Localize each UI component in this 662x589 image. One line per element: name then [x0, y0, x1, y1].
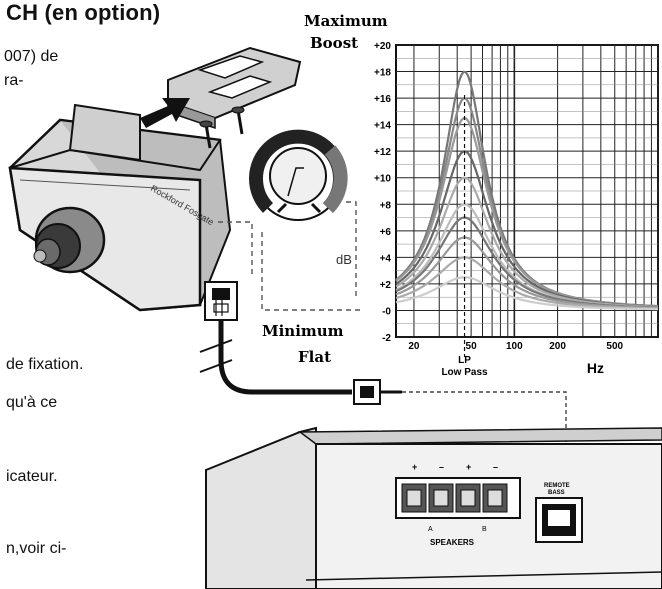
y-axis-ticks: +20 +18 +16 +14 +12 +10 +8 +6 +4 +2 -0 -2	[374, 41, 391, 344]
y-tick-label: +20	[374, 41, 391, 52]
response-curve	[395, 276, 658, 311]
leader-lines	[218, 201, 360, 311]
x-tick-label: 50	[466, 341, 478, 352]
terminal-sign-3: +	[466, 462, 471, 472]
y-tick-label: -0	[382, 306, 391, 317]
channel-label-a: A	[428, 526, 433, 533]
low-pass-label: Low Pass	[441, 367, 488, 378]
y-tick-label: +8	[380, 200, 392, 211]
min-flat-label-1: Minimum	[262, 322, 344, 340]
y-tick-label: +6	[380, 227, 392, 238]
remote-cable	[199, 281, 572, 474]
speaker-terminals	[401, 483, 508, 513]
intro-text-line-1: 007) de	[4, 48, 59, 65]
y-tick-label: +10	[374, 174, 391, 185]
y-tick-label: -2	[382, 333, 391, 344]
db-label: dB	[336, 252, 352, 267]
min-flat-label-2: Flat	[298, 348, 331, 366]
y-tick-label: +14	[374, 121, 391, 132]
mounting-arrow	[140, 98, 190, 128]
side-text-1: de fixation.	[6, 356, 84, 373]
lp-label: LP	[458, 355, 471, 366]
side-text-4: n,voir ci-	[6, 540, 67, 557]
y-tick-label: +12	[374, 147, 391, 158]
remote-bass-knob-unit: Rockford Fosgate	[8, 103, 232, 312]
x-tick-label: 200	[549, 341, 566, 352]
mounting-screws	[199, 106, 245, 149]
chart-grid	[396, 44, 659, 338]
x-axis-label: Hz	[587, 360, 604, 376]
section-heading: CH (en option)	[6, 0, 161, 25]
x-tick-label: 500	[606, 341, 623, 352]
response-curves	[395, 70, 659, 311]
channel-label-b: B	[482, 526, 487, 533]
terminal-sign-1: +	[412, 462, 417, 472]
side-text-3: icateur.	[6, 468, 58, 485]
terminal-sign-2: –	[439, 462, 444, 472]
x-tick-label: 20	[408, 341, 420, 352]
speakers-label: SPEAKERS	[430, 538, 475, 547]
y-tick-label: +4	[380, 253, 392, 264]
max-boost-label-2: Boost	[310, 34, 358, 52]
intro-text-line-2: ra-	[4, 72, 24, 89]
x-tick-label: 100	[506, 341, 523, 352]
remote-bass-label-2: BASS	[548, 490, 565, 496]
mounting-bracket	[167, 46, 302, 130]
dial-detail	[249, 129, 348, 221]
max-boost-label-1: Maximum	[304, 12, 388, 30]
x-axis-ticks: 20 50 100 200 500	[408, 341, 623, 352]
terminal-sign-4: –	[493, 462, 498, 472]
amplifier	[205, 426, 662, 589]
side-text-2: qu'à ce	[6, 394, 58, 411]
y-tick-label: +2	[380, 280, 392, 291]
remote-bass-label-1: REMOTE	[544, 483, 570, 489]
y-tick-label: +16	[374, 94, 391, 105]
y-tick-label: +18	[374, 68, 391, 79]
